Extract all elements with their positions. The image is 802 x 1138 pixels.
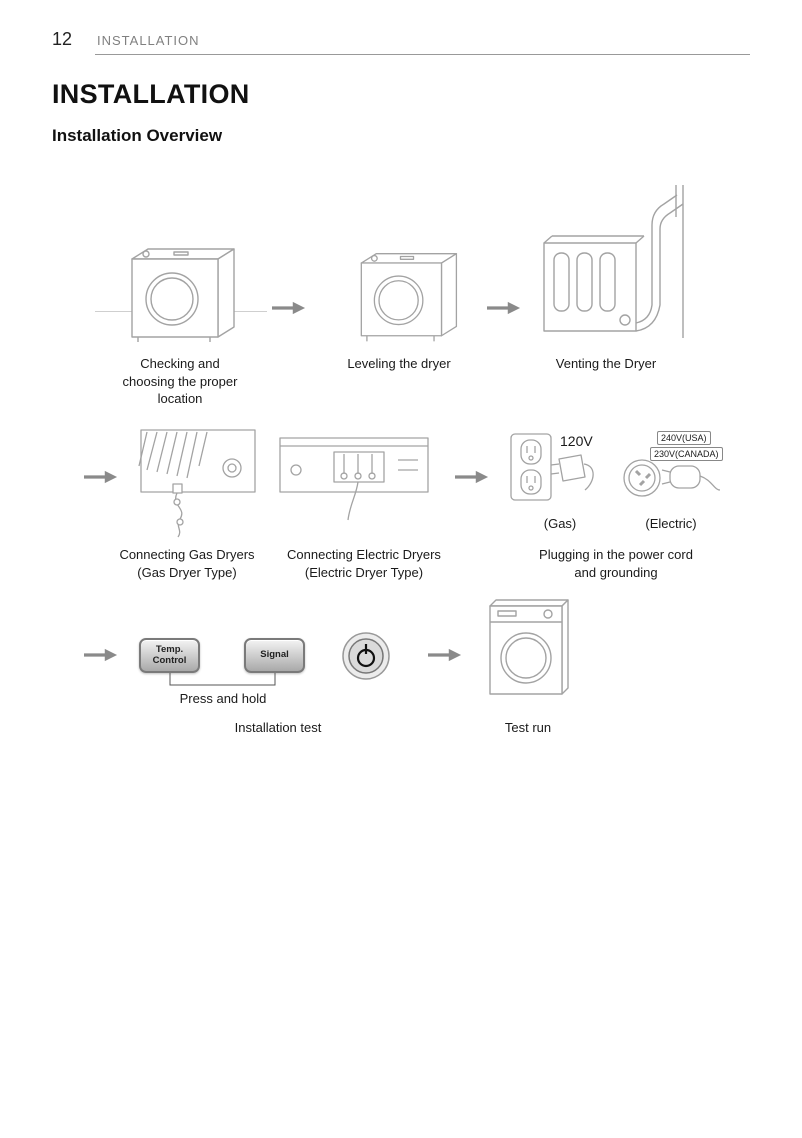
arrow-right-icon bbox=[455, 469, 489, 485]
signal-button: Signal bbox=[244, 638, 305, 673]
caption-test-run: Test run bbox=[504, 720, 552, 735]
gas-type-label: (Gas) bbox=[543, 516, 577, 531]
arrow-right-icon bbox=[487, 300, 521, 316]
caption-leveling: Leveling the dryer bbox=[347, 356, 451, 371]
arrow-right-icon bbox=[428, 647, 462, 663]
dryer-test-run-illustration bbox=[484, 592, 576, 700]
page-number: 12 bbox=[52, 29, 73, 49]
arrow-right-icon bbox=[84, 647, 118, 663]
electric-voltage-usa-tag: 240V(USA) bbox=[657, 431, 711, 445]
arrow-right-icon bbox=[272, 300, 306, 316]
gas-outlet-illustration bbox=[507, 432, 599, 504]
header-rule bbox=[95, 54, 750, 55]
dryer-venting-illustration bbox=[540, 183, 690, 345]
button-connector-lines bbox=[139, 673, 305, 689]
gas-connection-illustration bbox=[133, 426, 261, 538]
caption-electric-connection: Connecting Electric Dryers (Electric Dry… bbox=[287, 547, 441, 580]
electric-outlet-illustration bbox=[616, 430, 724, 506]
caption-gas-connection: Connecting Gas Dryers (Gas Dryer Type) bbox=[119, 547, 255, 580]
caption-checking-location: Checking and choosing the proper locatio… bbox=[122, 356, 238, 407]
temp-control-button: Temp. Control bbox=[139, 638, 200, 673]
dryer-front-illustration bbox=[352, 237, 462, 345]
section-subtitle: Installation Overview bbox=[52, 126, 223, 145]
caption-installation-test: Installation test bbox=[234, 720, 322, 735]
electric-type-label: (Electric) bbox=[645, 516, 697, 531]
caption-venting: Venting the Dryer bbox=[555, 356, 657, 371]
power-button-icon bbox=[341, 631, 391, 681]
dryer-front-illustration bbox=[122, 233, 240, 345]
header-section-label: INSTALLATION bbox=[97, 33, 200, 48]
press-and-hold-label: Press and hold bbox=[179, 691, 267, 706]
gas-voltage-label: 120V bbox=[560, 433, 593, 449]
page-title: INSTALLATION bbox=[52, 79, 250, 109]
electric-voltage-canada-tag: 230V(CANADA) bbox=[650, 447, 723, 461]
electric-connection-illustration bbox=[278, 430, 430, 522]
arrow-right-icon bbox=[84, 469, 118, 485]
caption-plugging: Plugging in the power cord and grounding bbox=[539, 547, 693, 580]
